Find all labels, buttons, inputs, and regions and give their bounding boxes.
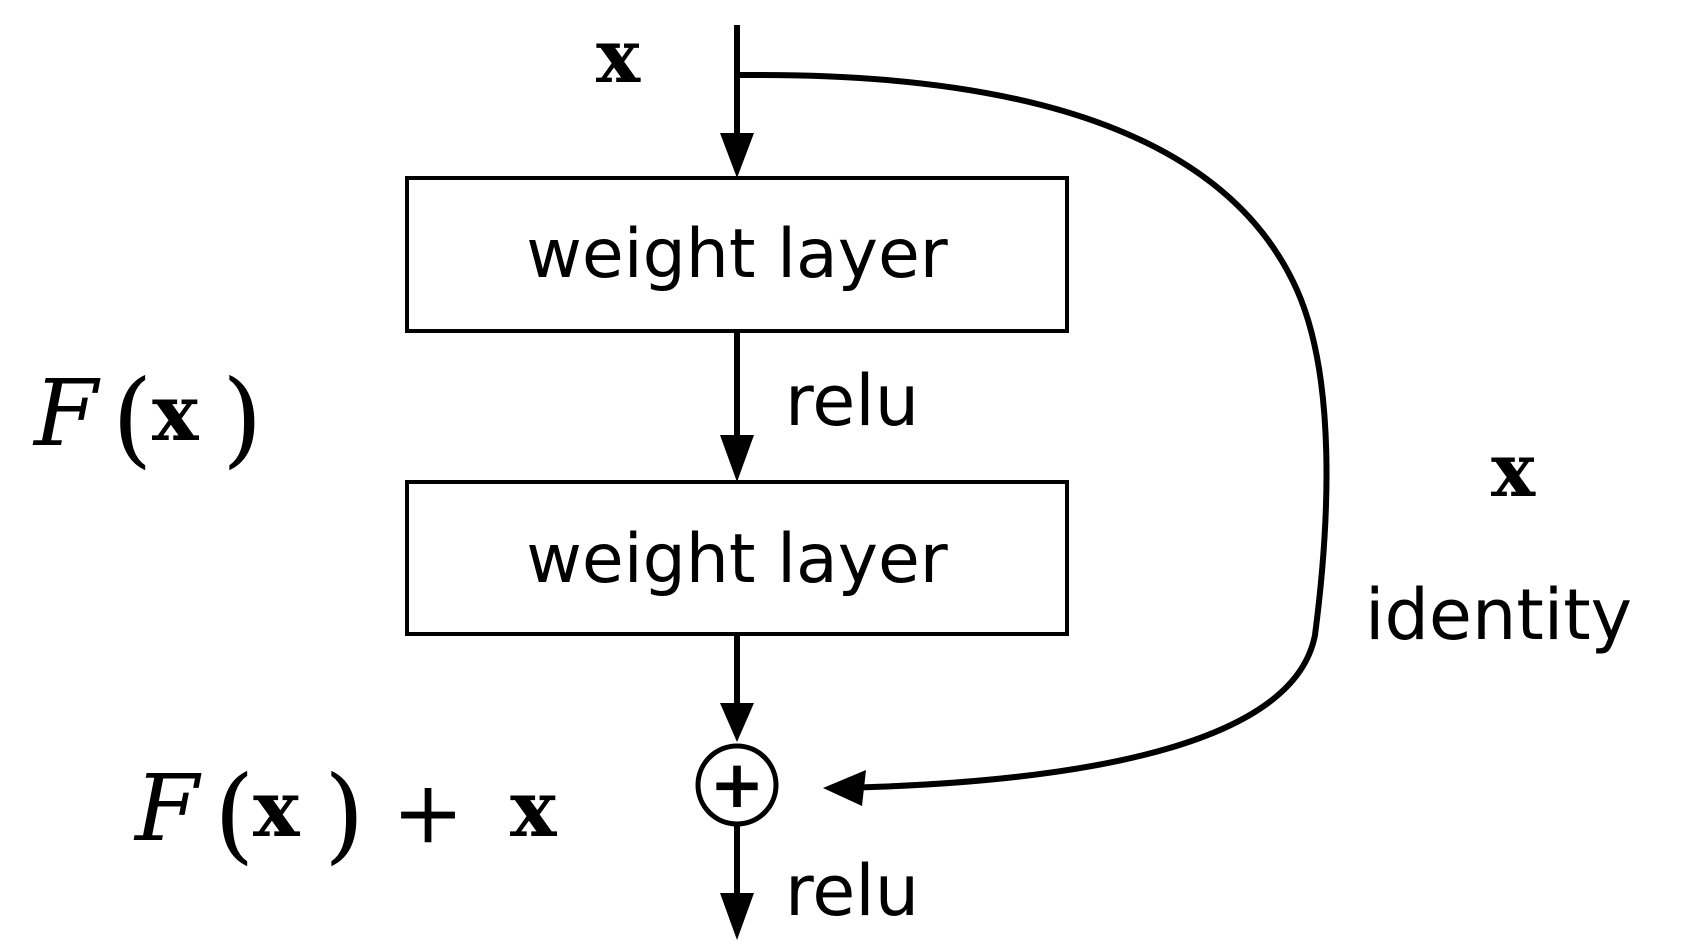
relu-arrowhead-1 (720, 435, 754, 482)
shortcut-identity-label: identity (1365, 574, 1632, 656)
sum-open-paren: ( (214, 753, 255, 875)
residual-close-paren: ) (222, 357, 263, 479)
sum-x: x (253, 764, 301, 855)
sum-plus: + (392, 763, 464, 863)
sum-output-label: F ( x ) + x (133, 753, 558, 875)
input-x-label: x (596, 14, 641, 100)
weight-layer-box-2 (405, 480, 1069, 636)
residual-x: x (152, 368, 200, 459)
identity-shortcut-path (737, 72, 1330, 791)
relu-label-2: relu (785, 850, 919, 932)
shortcut-x-label: x (1491, 428, 1536, 514)
input-arrowhead (720, 133, 754, 178)
identity-arrowhead (823, 770, 866, 806)
weight-layer-label-1: weight layer (526, 215, 948, 294)
relu-label-1: relu (785, 360, 919, 442)
weight-layer-label-2: weight layer (526, 520, 948, 599)
to-sum-arrowhead (720, 703, 754, 742)
residual-function-label: F ( x ) (32, 357, 263, 479)
output-arrowhead (720, 893, 754, 940)
sum-node-plus: + (709, 746, 764, 823)
sum-close-paren: ) (324, 753, 365, 875)
residual-script-f: F (32, 360, 101, 467)
sum-script-f: F (133, 755, 202, 862)
residual-open-paren: ( (112, 357, 153, 479)
sum-x-2: x (510, 764, 558, 855)
